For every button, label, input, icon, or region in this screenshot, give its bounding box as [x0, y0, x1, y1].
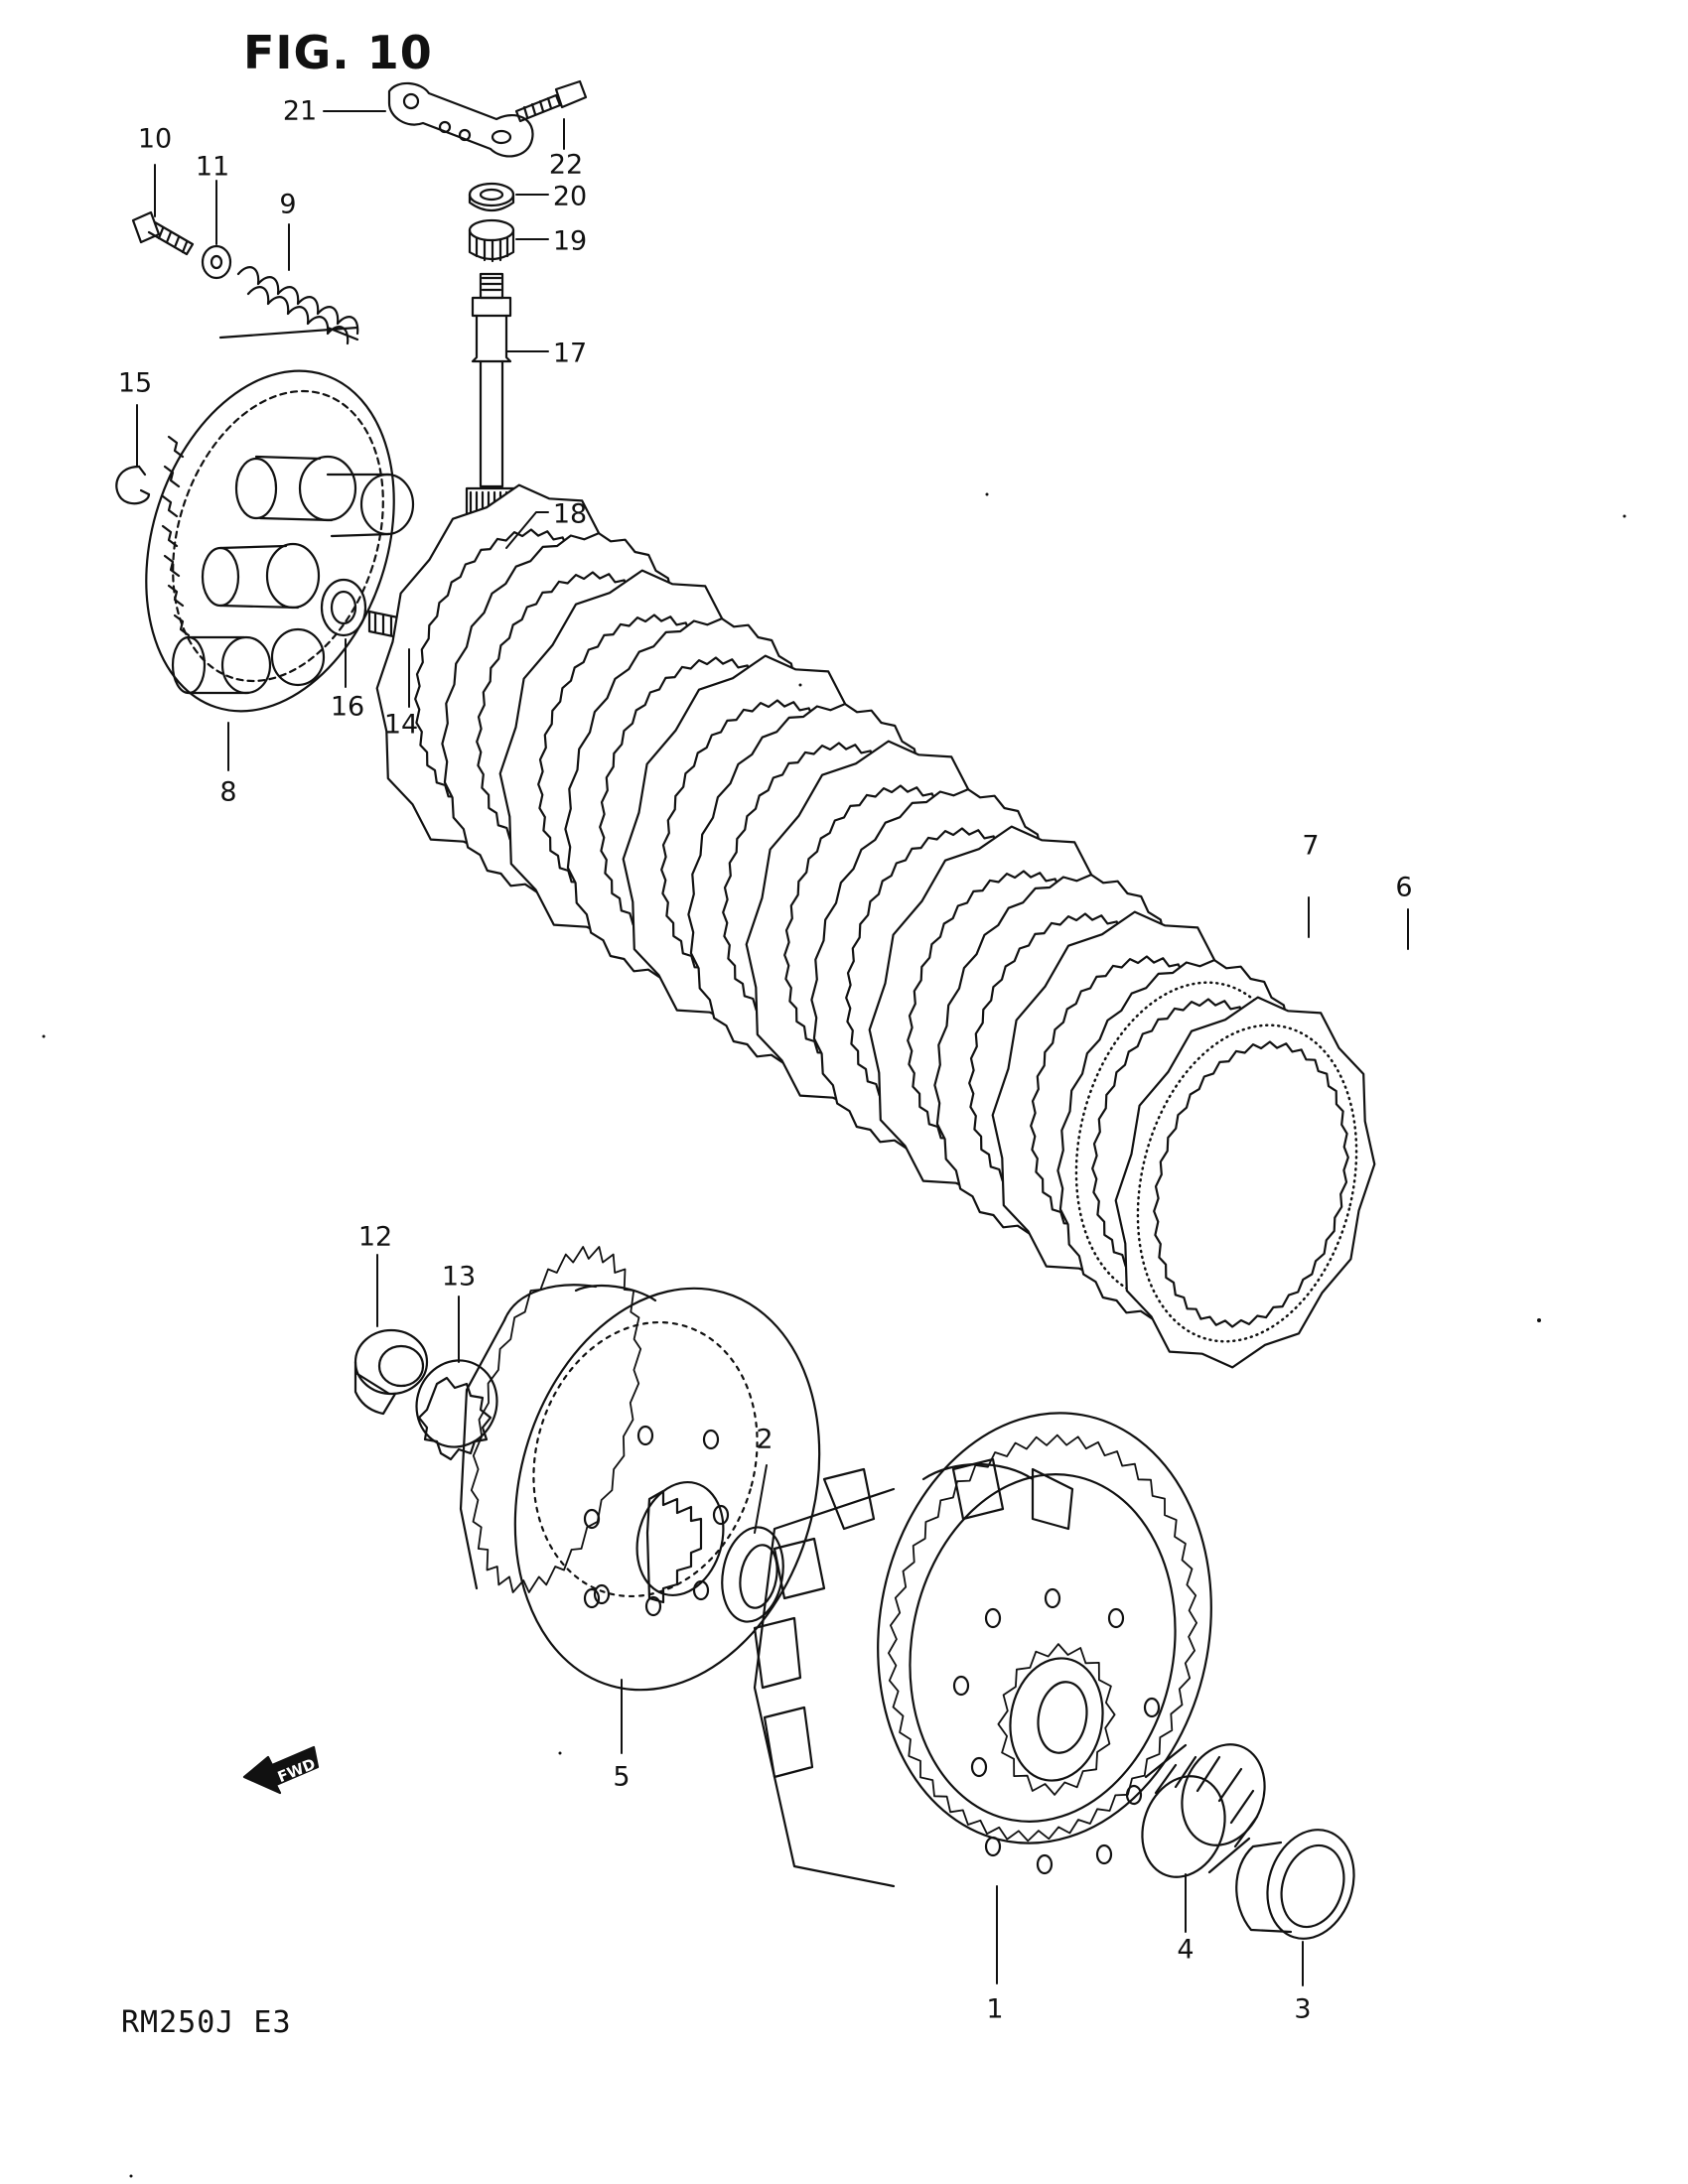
part-1-clutch-housing — [753, 1412, 1212, 1888]
model-code: RM250J E3 — [121, 2005, 292, 2040]
callout-21: 21 — [282, 95, 318, 127]
part-19-bearing — [468, 218, 515, 263]
callout-16: 16 — [330, 691, 365, 723]
callout-5: 5 — [613, 1761, 631, 1793]
callout-8: 8 — [219, 776, 237, 808]
part-8-pressure-plate — [145, 326, 415, 713]
part-10-bolt — [131, 210, 195, 256]
leader-lines — [136, 110, 1409, 1986]
part-13-lock-washer — [415, 1359, 498, 1461]
figure-title: FIG. 10 — [243, 26, 433, 79]
fwd-arrow-icon: FWD — [242, 1745, 320, 1795]
part-5-sleeve-hub — [459, 1246, 821, 1692]
callout-11: 11 — [195, 151, 230, 183]
callout-17: 17 — [552, 338, 588, 369]
callout-14: 14 — [383, 709, 419, 741]
callout-18: 18 — [552, 498, 588, 530]
callout-6: 6 — [1395, 872, 1413, 903]
callout-22: 22 — [548, 149, 584, 181]
part-20-seal — [468, 182, 515, 212]
callout-10: 10 — [137, 123, 173, 155]
part-22-screw — [514, 79, 588, 123]
part-2-thrust-washer — [721, 1526, 784, 1623]
part-6-friction-plate — [1114, 996, 1376, 1369]
callout-2: 2 — [756, 1424, 774, 1455]
callout-15: 15 — [117, 367, 153, 399]
callout-19: 19 — [552, 225, 588, 257]
callout-9: 9 — [279, 189, 297, 220]
part-15-circlip — [115, 465, 151, 505]
part-4-needle-bearing — [1141, 1743, 1266, 1878]
callout-12: 12 — [357, 1221, 393, 1253]
part-11-washer — [201, 244, 232, 280]
part-12-nut — [353, 1328, 429, 1416]
part-3-spacer — [1235, 1829, 1355, 1940]
callout-1: 1 — [986, 1993, 1004, 2025]
callout-4: 4 — [1177, 1934, 1195, 1966]
part-21-release-arm — [387, 81, 534, 158]
callout-7: 7 — [1302, 830, 1320, 862]
callout-20: 20 — [552, 181, 588, 212]
scan-specks — [42, 492, 1626, 2178]
callout-13: 13 — [441, 1261, 477, 1293]
callout-3: 3 — [1294, 1993, 1312, 2025]
clutch-plate-stack — [375, 483, 1376, 1369]
